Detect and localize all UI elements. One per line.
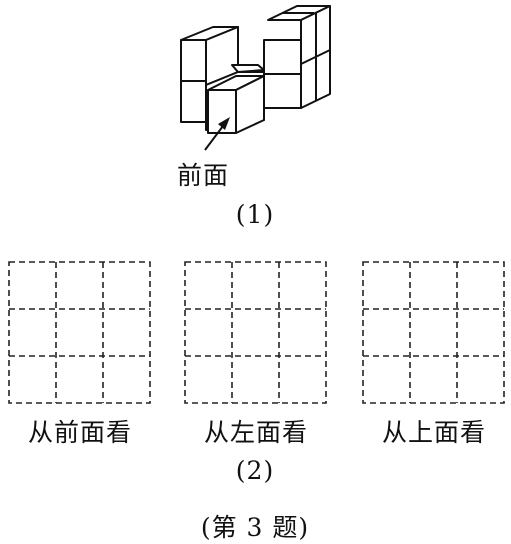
left-view-grid (184, 261, 327, 404)
front-cube (207, 75, 265, 134)
figure2-caption: (2) (235, 456, 275, 485)
right-tower (263, 5, 331, 109)
cube-stack-figure (180, 5, 331, 151)
front-arrow (204, 117, 230, 151)
left-tower (180, 26, 239, 123)
front-view-grid (8, 261, 151, 404)
top-view-grid (362, 261, 505, 404)
front-label: 前面 (177, 161, 230, 190)
figure1-caption: (1) (235, 200, 275, 229)
problem-caption: (第 3 题) (200, 513, 310, 542)
left-view-label: 从左面看 (203, 418, 309, 447)
front-view-label: 从前面看 (27, 418, 133, 447)
top-view-label: 从上面看 (381, 418, 487, 447)
